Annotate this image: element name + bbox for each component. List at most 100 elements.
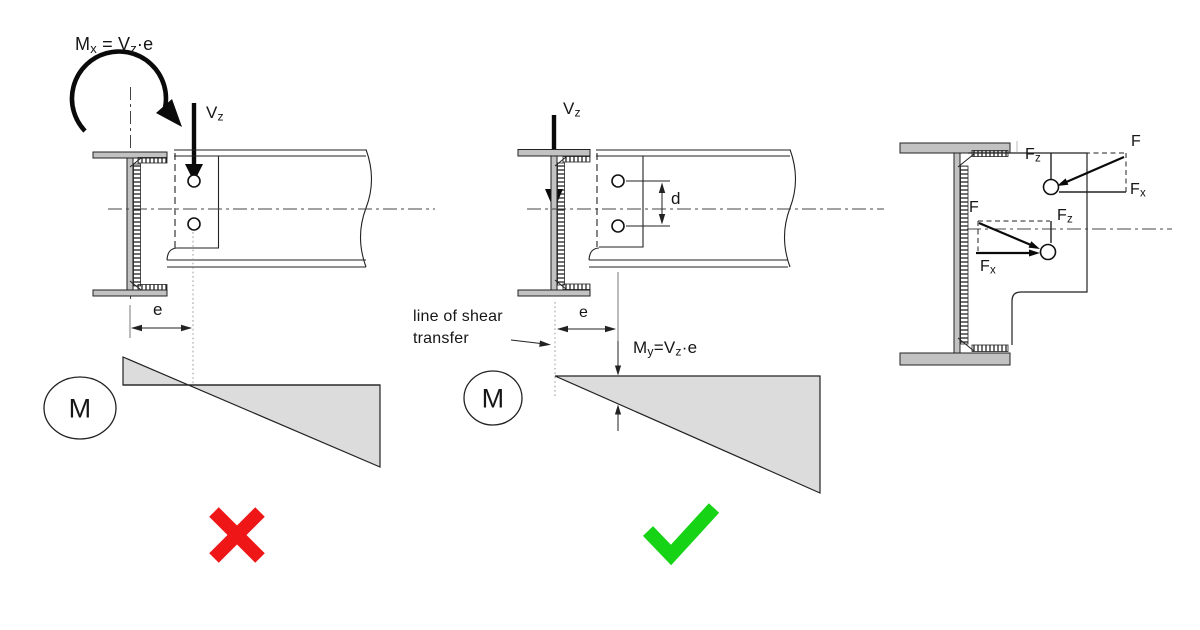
text-segment: V — [563, 99, 575, 118]
shear-transfer-label-line1: line of shear — [413, 308, 503, 325]
plate-outline-right — [968, 152, 1088, 345]
fx-label-top: Fx — [1130, 181, 1146, 200]
column-web-mid — [550, 155, 558, 291]
weld-tick-top-mid — [554, 156, 567, 167]
fz-label-top: Fz — [1025, 146, 1041, 165]
red-cross-stroke2 — [209, 507, 265, 563]
moment-symbol-mid: M — [481, 383, 505, 414]
weld-strip-bottom — [137, 284, 168, 291]
text-segment: F — [1130, 181, 1140, 198]
column-top-flange-mid — [517, 149, 591, 157]
text-segment: ·e — [136, 34, 154, 54]
weld-tick-bottom-mid — [554, 279, 567, 290]
e-dim-arrow-left-mid — [557, 325, 568, 333]
text-segment: M — [633, 338, 648, 357]
f-label-bottom: F — [969, 199, 979, 216]
my-formula-label: My=Vz·e — [633, 338, 697, 359]
text-segment: ·e — [681, 338, 698, 357]
text-segment: F — [1057, 207, 1067, 224]
text-subscript: z — [1034, 152, 1041, 165]
beam-break-line-mid — [783, 149, 797, 268]
column-web — [126, 157, 134, 291]
bolt-bottom-right — [1039, 243, 1057, 261]
text-segment: F — [980, 258, 990, 275]
weld-tick-top-right — [957, 153, 975, 168]
bolt-bottom — [187, 217, 201, 231]
text-subscript: x — [989, 264, 996, 277]
text-subscript: z — [217, 109, 224, 124]
weld-strip-bottom-right — [971, 344, 1009, 352]
moment-arc-arrow — [69, 49, 169, 133]
e-dim-arrow-right-mid — [605, 325, 616, 333]
vz-label-left: Vz — [206, 103, 224, 124]
fz-label-bottom: Fz — [1057, 207, 1073, 226]
text-subscript: z — [1066, 213, 1073, 226]
red-cross-icon — [209, 507, 265, 563]
column-bottom-flange — [92, 289, 168, 297]
bolt-top-mid — [611, 174, 625, 188]
column-bottom-flange-right — [899, 352, 1011, 366]
column-bottom-flange-mid — [517, 289, 591, 297]
e-dim-label-mid: e — [579, 304, 589, 321]
middle-diagram — [463, 115, 884, 566]
shear-transfer-label-line2: transfer — [413, 330, 469, 347]
moment-symbol-left: M — [68, 393, 92, 424]
moment-symbol-circle-mid — [463, 370, 523, 426]
beam-cope-fillet — [166, 247, 178, 261]
d-dim-label: d — [671, 189, 681, 208]
f-label-top: F — [1131, 133, 1141, 150]
weld-tick-bottom-right — [957, 337, 975, 352]
text-subscript: z — [675, 344, 682, 359]
shear-transfer-label: line of shear transfer — [413, 306, 503, 350]
my-dim-arrow-down — [614, 365, 622, 376]
beam-break-line — [359, 149, 373, 268]
text-subscript: x — [1139, 187, 1146, 200]
weld-tick-top — [129, 157, 142, 168]
text-subscript: x — [90, 40, 97, 56]
weld-strip-web-mid — [557, 162, 565, 286]
my-dim-arrow-up — [614, 404, 622, 415]
mx-formula-label: Mx = Vz·e — [75, 34, 153, 56]
text-segment: M — [75, 34, 91, 54]
moment-diagram-mid — [554, 375, 821, 494]
bolt-top-right — [1042, 178, 1060, 196]
f-vector-bottom-arrowhead — [1028, 241, 1040, 249]
e-dim-arrow-right — [181, 324, 192, 332]
weld-strip-web-right — [960, 165, 969, 345]
left-diagram — [43, 49, 435, 563]
text-segment: =V — [653, 338, 676, 357]
text-segment: F — [1025, 146, 1035, 163]
text-subscript: z — [574, 105, 581, 120]
f-vector-top-arrowhead — [1057, 178, 1069, 186]
weld-tick-bottom — [129, 280, 142, 291]
vz-label-mid: Vz — [563, 99, 581, 120]
bolt-top — [187, 174, 201, 188]
fx-label-bottom: Fx — [980, 258, 996, 277]
shear-leader-line — [510, 339, 546, 345]
text-subscript: z — [130, 40, 137, 56]
moment-diagram — [122, 356, 381, 468]
column-web-right — [953, 152, 961, 354]
shear-leader-arrowhead — [539, 340, 551, 347]
d-dim-arrow-up — [658, 182, 666, 193]
plate-outline-mid — [597, 155, 644, 248]
text-subscript: y — [647, 344, 654, 359]
f-vector-bottom — [978, 221, 1032, 247]
e-dim-arrow-left — [131, 324, 142, 332]
bolt-bottom-mid — [611, 219, 625, 233]
vz-arrowhead-left — [185, 164, 203, 182]
text-segment: V — [206, 103, 218, 122]
weld-strip-bottom-mid — [562, 283, 591, 290]
text-segment: = V — [96, 34, 131, 54]
fx-bottom-arrowhead — [1029, 249, 1040, 257]
beam-cope-fillet-mid — [588, 247, 600, 261]
weld-strip-web — [133, 163, 141, 287]
moment-arc-arrowhead — [156, 99, 182, 127]
weld-strip-top-mid — [562, 156, 591, 163]
weld-strip-top — [137, 157, 168, 164]
e-dim-label-left: e — [153, 300, 163, 319]
right-diagram — [899, 141, 1172, 366]
f-vector-top — [1063, 155, 1125, 185]
d-dim-arrow-down — [658, 214, 666, 225]
